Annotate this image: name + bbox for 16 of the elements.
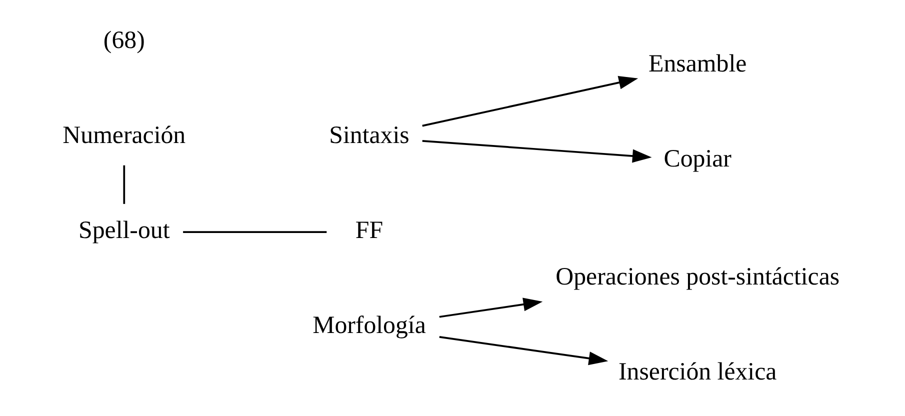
node-text: FF bbox=[355, 217, 384, 244]
connector bbox=[123, 165, 126, 204]
node-text: Spell-out bbox=[78, 217, 170, 244]
arrow bbox=[439, 336, 608, 366]
arrow bbox=[422, 76, 638, 127]
node-text: Operaciones post-sintácticas bbox=[556, 264, 840, 291]
node-text: Ensamble bbox=[648, 50, 747, 78]
node-text: Numeración bbox=[62, 122, 186, 150]
arrow bbox=[439, 298, 543, 318]
node-text: Inserción léxica bbox=[618, 358, 777, 386]
connector bbox=[183, 231, 327, 234]
node-text: Copiar bbox=[664, 145, 732, 172]
label: (68) bbox=[103, 27, 145, 54]
node-text: Sintaxis bbox=[329, 122, 410, 150]
arrow bbox=[422, 140, 652, 163]
node-text: Morfología bbox=[312, 312, 426, 339]
